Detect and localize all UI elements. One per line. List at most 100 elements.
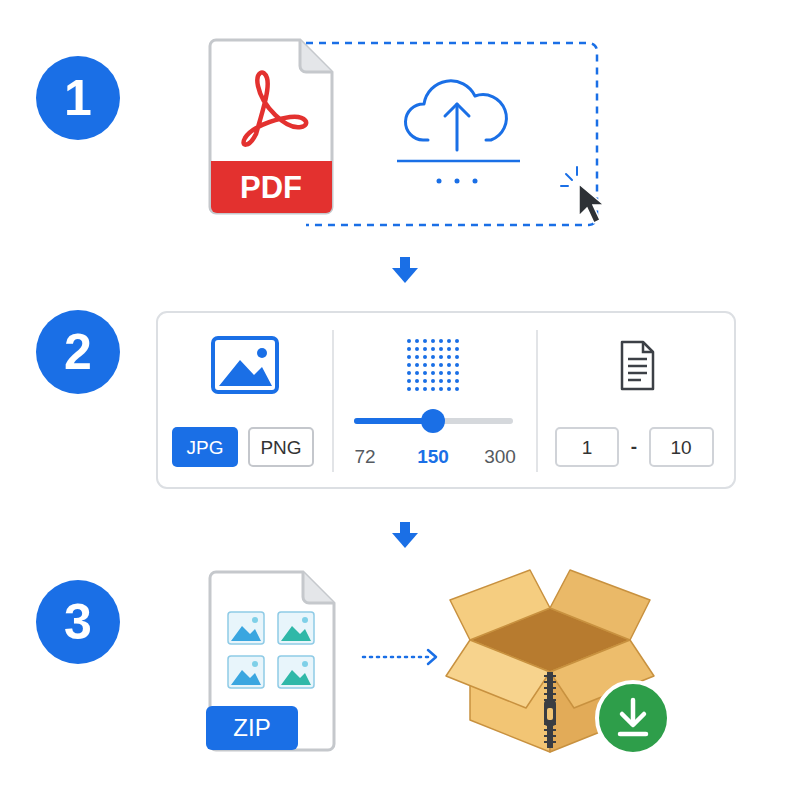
node-text: ZIP [233, 716, 270, 740]
down-arrow [392, 257, 418, 283]
dot [431, 363, 435, 367]
node-text: 10 [670, 438, 691, 457]
upload-arrow [456, 104, 459, 150]
dot [455, 179, 460, 184]
dot [473, 179, 478, 184]
mouse-cursor [579, 184, 604, 223]
down-arrow [392, 522, 418, 548]
node-text: 1 [582, 438, 593, 457]
click-rays [561, 167, 577, 186]
dot [455, 355, 459, 359]
dot [437, 179, 442, 184]
zipper-pull-hole [547, 708, 553, 720]
zip-badge: ZIP [206, 706, 298, 750]
dot [407, 387, 411, 391]
upload-arrow-head [445, 104, 469, 116]
dot [423, 347, 427, 351]
dot [455, 347, 459, 351]
dpi-value: 150 [417, 447, 449, 466]
thumbnail [228, 656, 264, 688]
image-icon [213, 338, 277, 392]
dotted-arrow-head [428, 650, 436, 664]
dot [423, 387, 427, 391]
dot [407, 379, 411, 383]
dot [439, 371, 443, 375]
dot [447, 363, 451, 367]
download-badge [597, 682, 669, 754]
upload-line [397, 160, 520, 163]
dot [407, 355, 411, 359]
zipper-pull [544, 700, 556, 726]
dot [455, 371, 459, 375]
document-icon [622, 342, 653, 389]
dot [431, 371, 435, 375]
image-thumbnails [228, 612, 314, 688]
dot [423, 339, 427, 343]
dot [439, 379, 443, 383]
dot [447, 371, 451, 375]
dpi-value: 300 [484, 447, 516, 466]
dot [415, 347, 419, 351]
node-text: 1 [64, 73, 92, 123]
dot [415, 363, 419, 367]
thumbnail [278, 612, 314, 644]
file-fold [300, 40, 332, 72]
dot [431, 379, 435, 383]
dpi-value: 72 [354, 447, 375, 466]
dot [407, 347, 411, 351]
node-text: PDF [240, 172, 302, 203]
dot [431, 387, 435, 391]
pdf-file [210, 40, 332, 213]
dot [447, 387, 451, 391]
dot [447, 347, 451, 351]
dot [431, 355, 435, 359]
dot [423, 355, 427, 359]
dot [439, 347, 443, 351]
dot [455, 379, 459, 383]
file-fold [303, 572, 334, 603]
pdf-label-band: PDF [211, 161, 332, 213]
dot [415, 355, 419, 359]
node-text: JPG [187, 438, 224, 457]
acrobat-symbol [244, 72, 307, 144]
node-text: 3 [64, 597, 92, 647]
dot [415, 371, 419, 375]
step-number: 2 [36, 310, 120, 394]
divider [536, 330, 538, 472]
dot [407, 371, 411, 375]
thumbnail [278, 656, 314, 688]
dot [423, 371, 427, 375]
dotted-arrow [363, 656, 430, 659]
dot [415, 379, 419, 383]
page-field: 1 [555, 427, 619, 467]
dot [455, 363, 459, 367]
dot [415, 387, 419, 391]
settings-panel [157, 312, 735, 488]
dot [439, 339, 443, 343]
dot [407, 339, 411, 343]
slider-knob [421, 409, 445, 433]
dot [439, 363, 443, 367]
dot [423, 363, 427, 367]
node-text: PNG [260, 438, 301, 457]
dot [423, 379, 427, 383]
divider [332, 330, 334, 472]
drop-zone [306, 43, 597, 225]
resolution-dots [407, 339, 459, 391]
dot [447, 339, 451, 343]
step-number: 3 [36, 580, 120, 664]
range-separator: - [631, 437, 637, 456]
zipper-teeth [544, 676, 556, 742]
dot [455, 387, 459, 391]
step-number: 1 [36, 56, 120, 140]
format-button: JPG [172, 427, 238, 467]
dot [415, 339, 419, 343]
dot [455, 339, 459, 343]
dot [439, 387, 443, 391]
dot [431, 339, 435, 343]
dot [431, 347, 435, 351]
dot [407, 363, 411, 367]
thumbnail [228, 612, 264, 644]
